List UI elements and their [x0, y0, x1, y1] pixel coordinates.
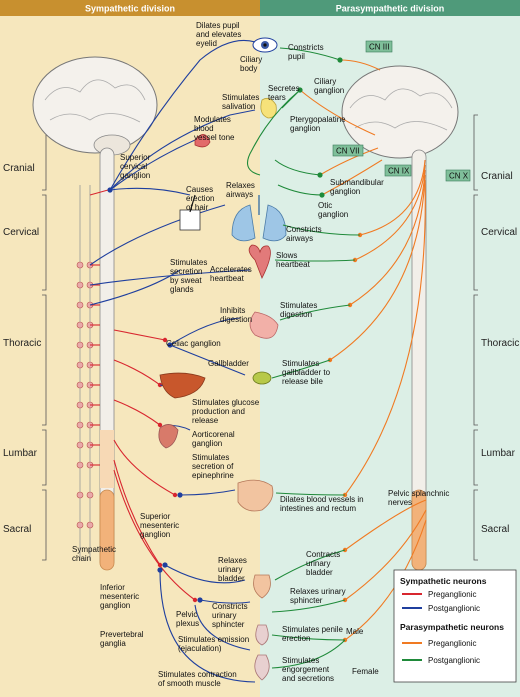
sympathetic-postganglionic-fibers — [89, 39, 256, 683]
right-region-brackets — [473, 114, 478, 561]
cn-x-label: CN X — [449, 172, 469, 181]
region-right-lumbar: Lumbar — [481, 448, 516, 459]
cn-ix-label: CN IX — [388, 167, 410, 176]
region-right-thoracic: Thoracic — [481, 338, 519, 349]
stomach-icon — [249, 311, 279, 339]
legend-para-pre: Preganglionic — [428, 639, 476, 648]
left-brain — [32, 56, 158, 156]
sympathetic-header-bar — [0, 0, 260, 16]
female-reproductive-icon — [254, 654, 270, 681]
left-spinal-cord-lumbar — [100, 430, 114, 488]
cranial-nerve-labels: CN III CN VII CN IX CN X — [332, 40, 471, 182]
legend-para-title: Parasympathetic neurons — [400, 622, 504, 632]
hair-icon — [189, 194, 196, 213]
cn-iii-label: CN III — [369, 43, 389, 52]
legend-para-post: Postganglionic — [428, 656, 480, 665]
parasympathetic-preganglionic-fibers — [299, 59, 427, 641]
urinary-bladder-icon — [253, 574, 271, 599]
cn-vii-label: CN VII — [336, 147, 360, 156]
liver-icon — [159, 372, 206, 399]
heart-icon — [248, 244, 271, 279]
sympathetic-preganglionic-terminals — [157, 337, 198, 603]
label-stimulates-emission: Stimulates emission(ejaculation) — [178, 635, 249, 653]
left-spinal-cord-sacral — [99, 489, 115, 571]
kidney-icon — [158, 424, 179, 449]
region-left-thoracic: Thoracic — [3, 338, 41, 349]
gallbladder-icon — [252, 371, 272, 385]
label-gallbladder: Gallbladder — [208, 359, 249, 368]
male-reproductive-icon — [255, 624, 269, 646]
legend-sym-pre: Preganglionic — [428, 590, 476, 599]
legend-sym-post: Postganglionic — [428, 604, 480, 613]
sympathetic-postganglionic-terminals — [107, 187, 203, 603]
region-left-sacral: Sacral — [3, 524, 31, 535]
parasympathetic-postganglionic-fibers — [246, 47, 361, 669]
region-left-lumbar: Lumbar — [3, 448, 38, 459]
region-left-cervical: Cervical — [3, 227, 39, 238]
right-brain — [341, 65, 459, 159]
parasympathetic-header-bar — [260, 0, 520, 16]
intestines-icon — [237, 479, 274, 512]
label-female: Female — [352, 667, 379, 676]
region-right-cranial: Cranial — [481, 171, 513, 182]
label-celiac-ganglion: Celiac ganglion — [166, 339, 221, 348]
left-region-brackets — [42, 114, 47, 561]
blood-vessel-icon — [194, 134, 211, 148]
parasympathetic-postganglionic-terminals — [297, 57, 343, 198]
legend: Sympathetic neurons Preganglionic Postga… — [393, 569, 517, 683]
parasympathetic-header: Parasympathetic division — [336, 4, 445, 14]
lungs-icon — [231, 195, 287, 242]
sympathetic-header: Sympathetic division — [85, 4, 175, 14]
region-right-sacral: Sacral — [481, 524, 509, 535]
region-left-cranial: Cranial — [3, 163, 35, 174]
region-right-cervical: Cervical — [481, 227, 517, 238]
hair-follicle-icon — [179, 209, 201, 231]
legend-sym-title: Sympathetic neurons — [400, 576, 487, 586]
label-male: Male — [346, 627, 364, 636]
eye-icon — [252, 37, 278, 53]
